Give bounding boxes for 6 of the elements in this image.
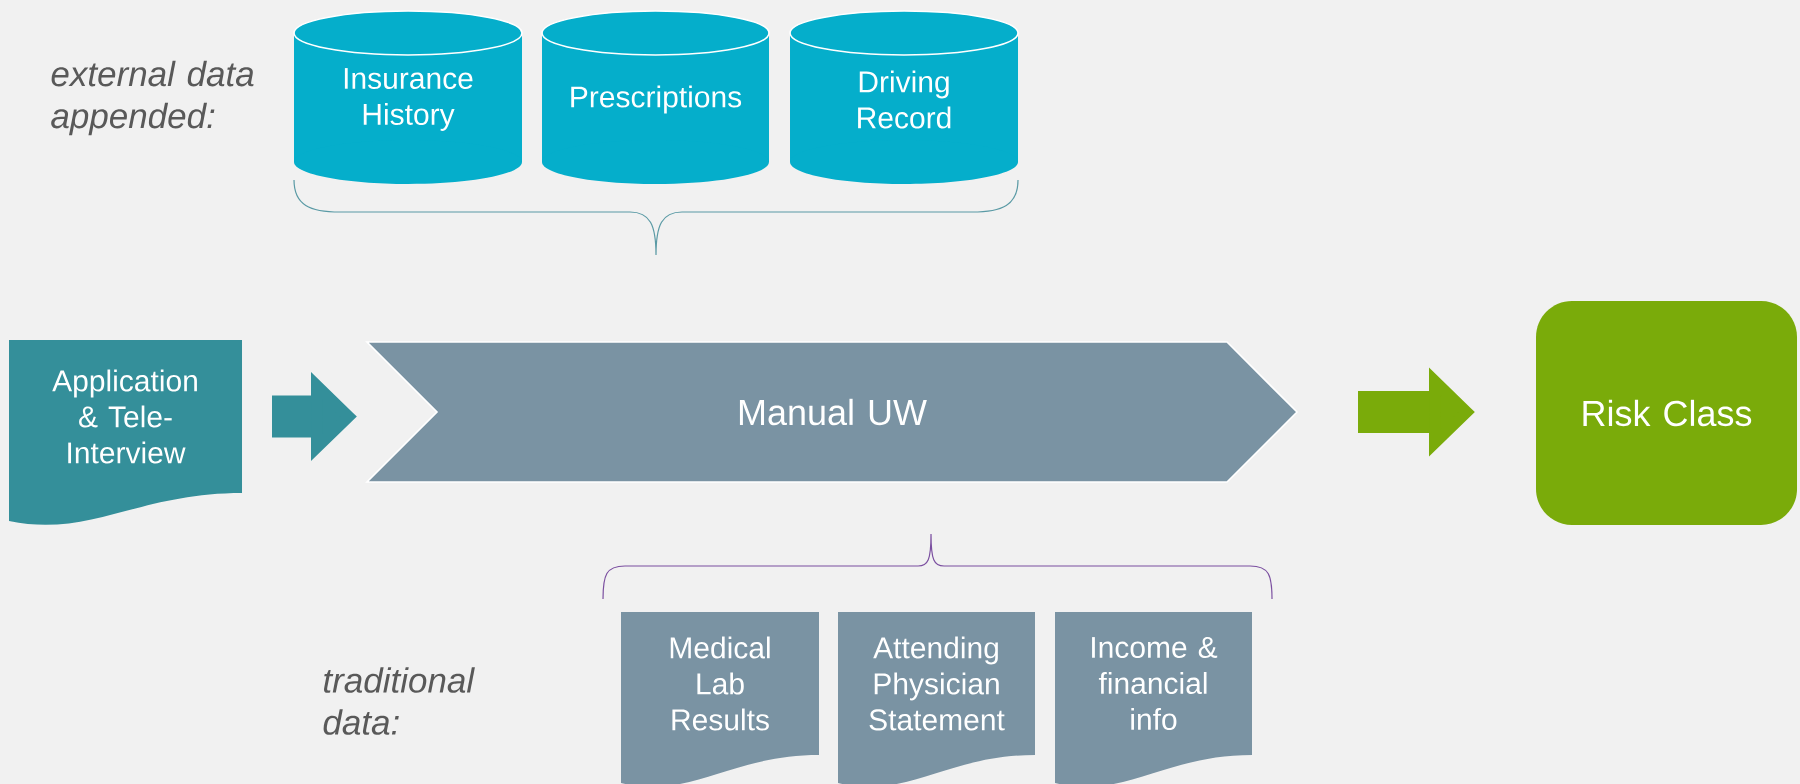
side-label: external data appended: — [51, 60, 254, 136]
database-cylinder: Prescriptions — [541, 10, 770, 184]
database-cylinder: Driving Record — [789, 10, 1019, 184]
side-label: traditional data: — [323, 667, 475, 735]
rounded-box: Risk Class — [1536, 301, 1797, 525]
database-cylinder: Insurance History — [293, 10, 523, 184]
